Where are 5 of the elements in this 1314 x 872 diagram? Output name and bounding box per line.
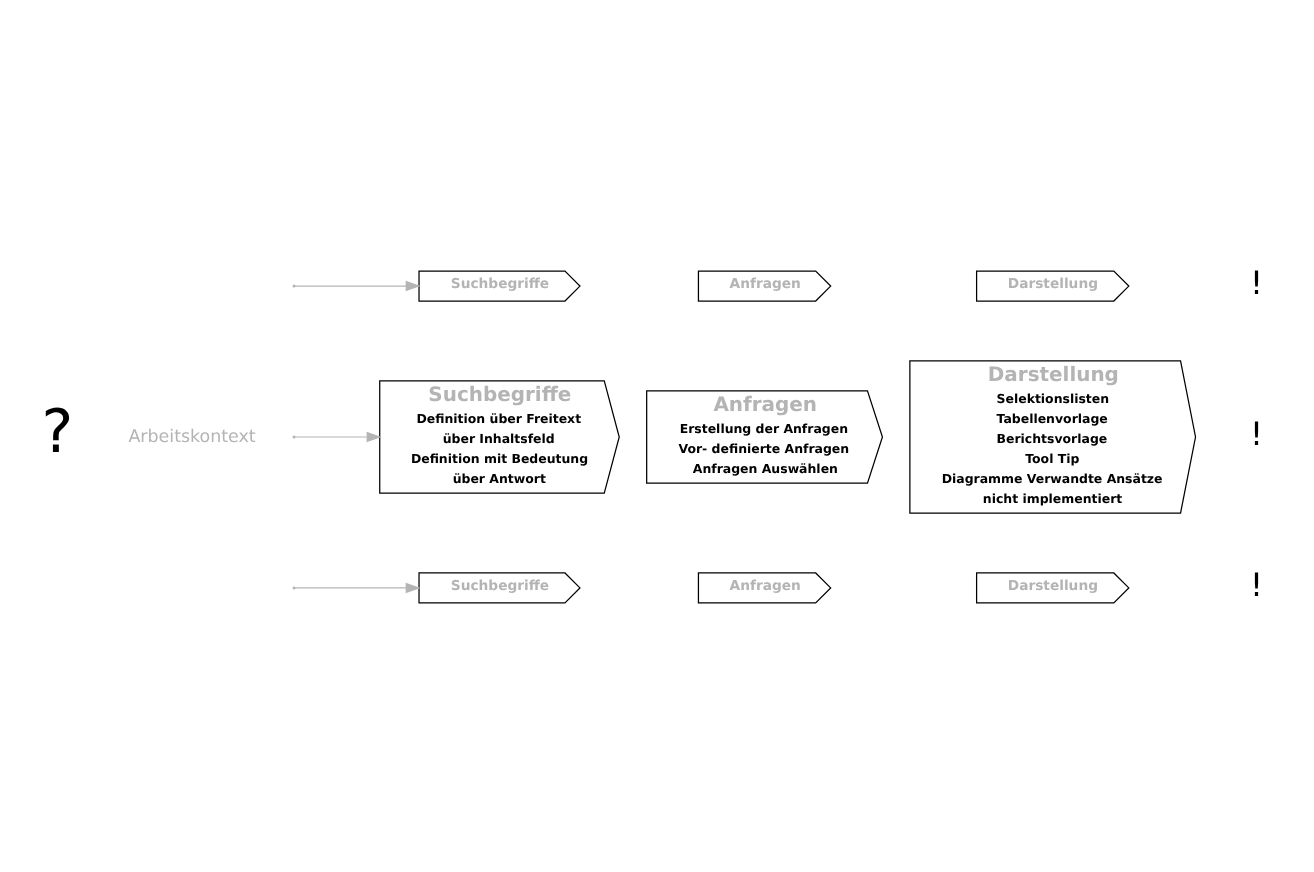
node-label: ! xyxy=(1250,262,1264,301)
label: Arbeitskontext xyxy=(128,426,256,447)
node-label: ! xyxy=(1250,564,1264,603)
node-label: ! xyxy=(1250,413,1264,452)
label: ? xyxy=(41,396,74,467)
